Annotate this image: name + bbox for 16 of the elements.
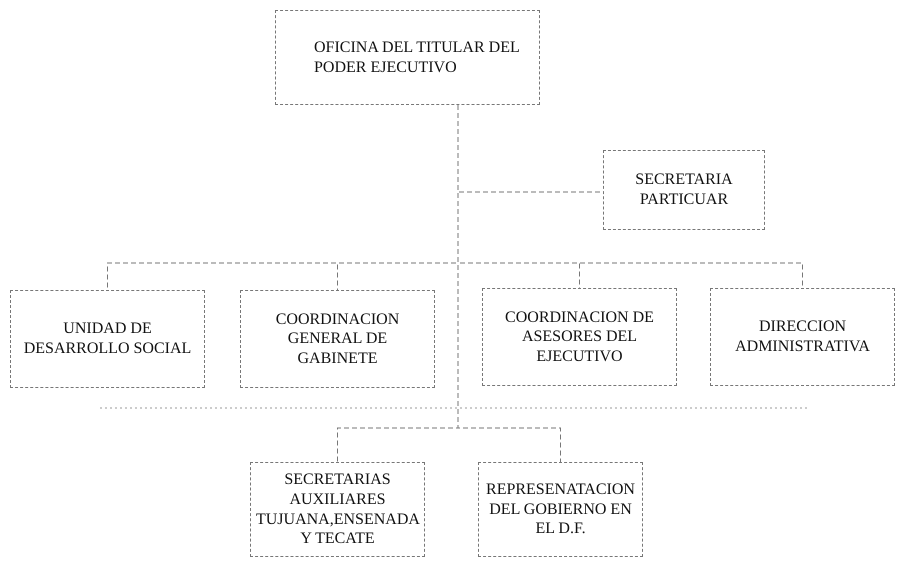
- org-unit-box: [250, 462, 425, 557]
- unit-name: SECRETARIAS AUXILIARES TUJUANA,ENSENADA Y TECATE: [256, 470, 420, 549]
- unit-name: UNIDAD DE DESARROLLO SOCIAL: [22, 319, 192, 359]
- unit-name: SECRETARIA PARTICUAR: [634, 170, 734, 210]
- unit-name: REPRESENATACION DEL GOBIERNO EN EL D.F.: [485, 480, 636, 539]
- org-unit-box: [275, 10, 540, 105]
- org-unit-box: [710, 288, 895, 386]
- org-unit-box: [10, 290, 205, 388]
- unit-name: DIRECCION ADMINISTRATIVA: [734, 317, 871, 357]
- org-unit-box: [482, 288, 677, 386]
- unit-name: COORDINACION GENERAL DE GABINETE: [274, 310, 400, 368]
- org-unit-box: [478, 462, 643, 557]
- org-unit-box: [240, 290, 435, 388]
- unit-name: COORDINACION DE ASESORES DEL EJECUTIVO: [504, 308, 655, 366]
- org-unit-box: [603, 150, 765, 230]
- unit-name: OFICINA DEL TITULAR DEL PODER EJECUTIVO: [314, 38, 520, 78]
